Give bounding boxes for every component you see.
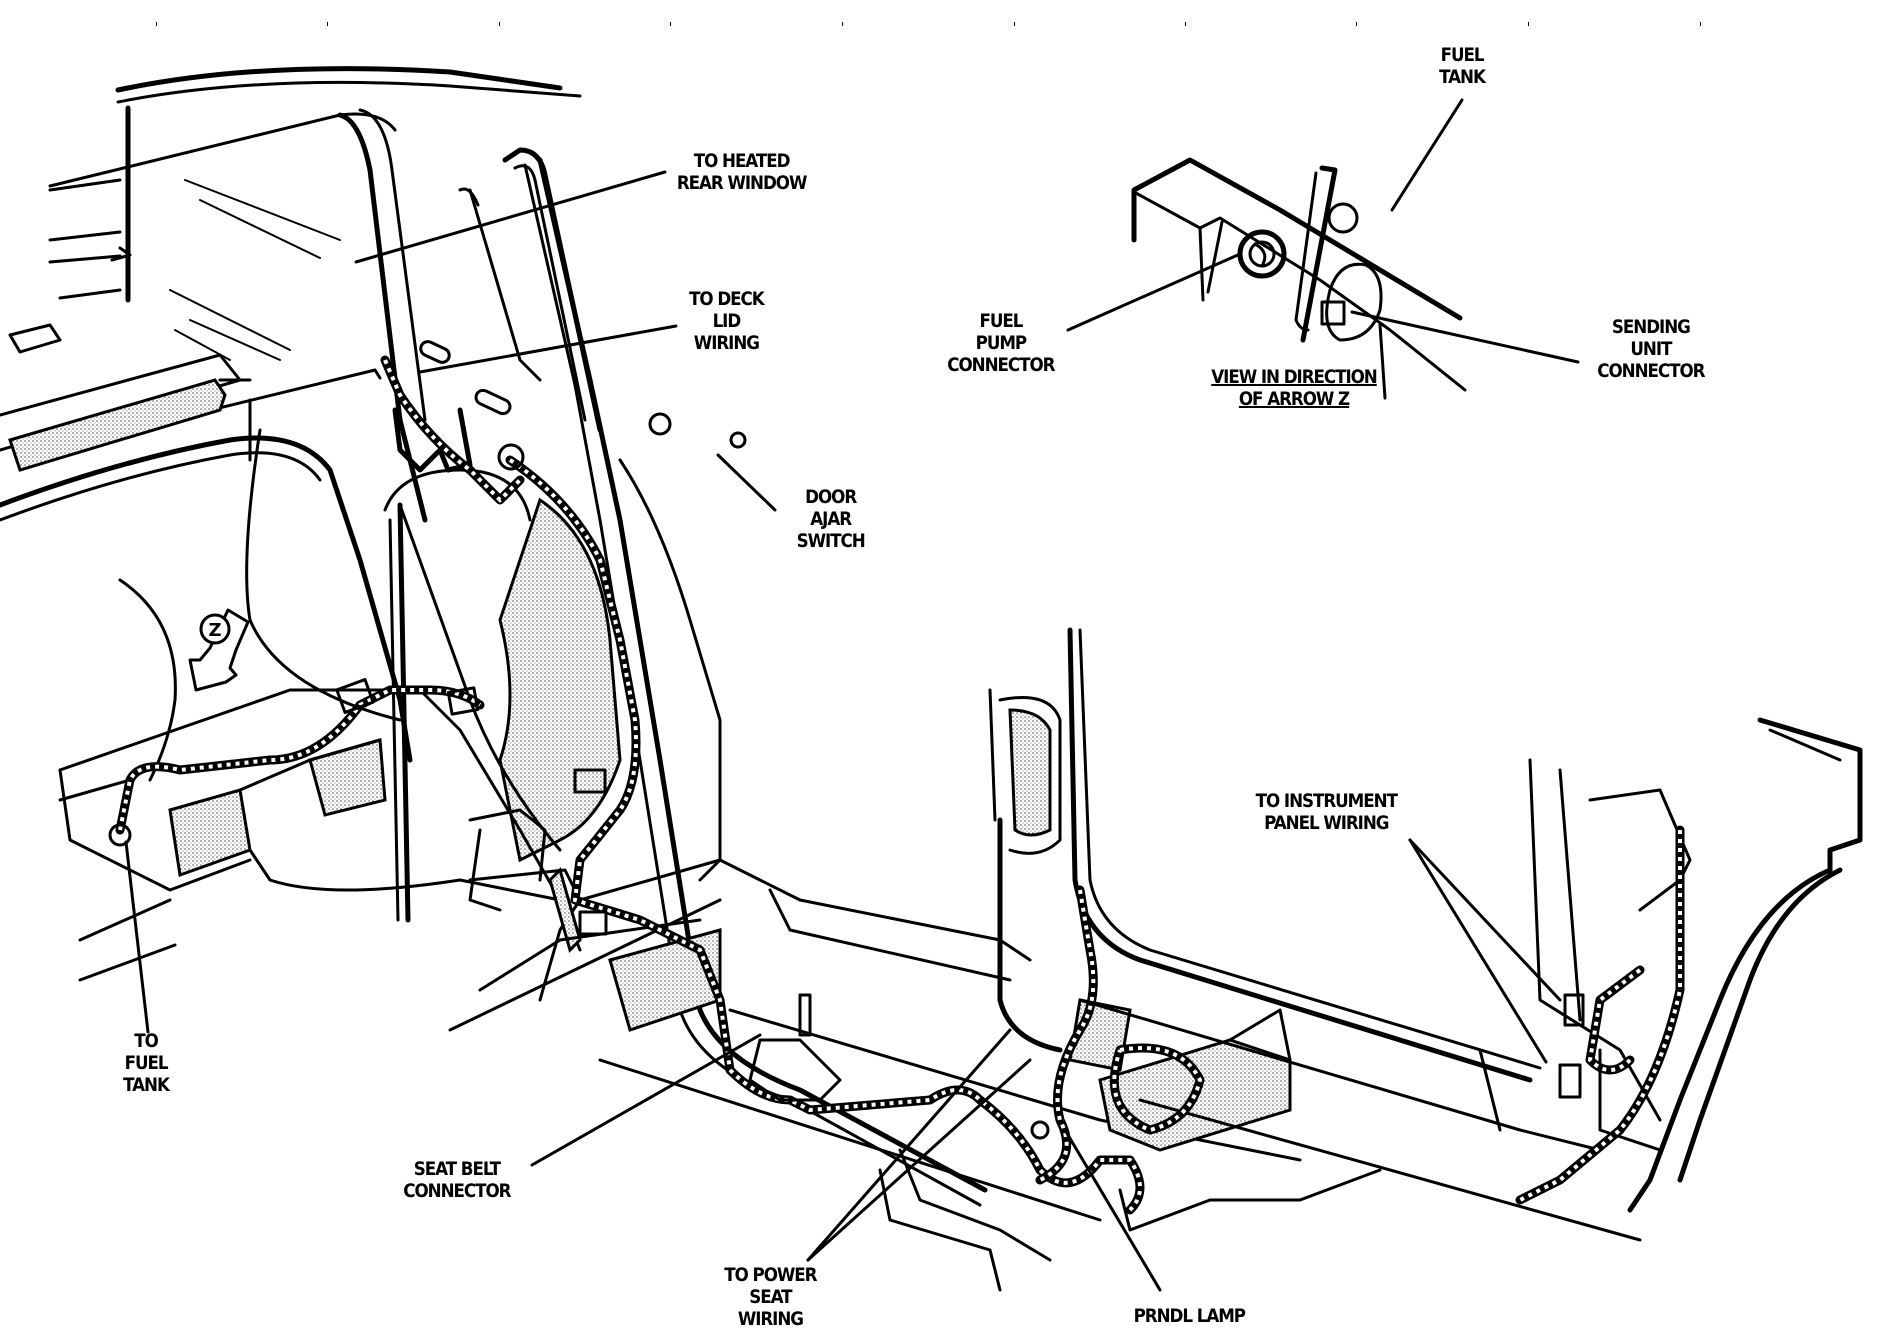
label-line: FUEL (979, 310, 1023, 332)
label-prndl-lamp: PRNDL LAMP (1133, 1305, 1246, 1327)
label-line: CONNECTOR (403, 1180, 511, 1202)
label-line: SEAT (749, 1286, 792, 1308)
label-line: OF ARROW Z (1238, 388, 1350, 410)
leader-instrument-panel-a (1408, 838, 1562, 1002)
leader-power-seat-b (806, 1058, 1032, 1262)
leader-fuel-pump (1066, 252, 1242, 332)
label-power-seat-wiring: TO POWER SEAT WIRING (724, 1264, 817, 1330)
label-heated-rear-window: TO HEATED REAR WINDOW (676, 150, 808, 194)
label-line: SEAT BELT (413, 1158, 501, 1180)
leader-prndl (1063, 1128, 1162, 1292)
label-line: CONNECTOR (1597, 360, 1705, 382)
label-line: FUEL (124, 1052, 169, 1074)
scan-tick (1528, 22, 1529, 26)
leader-instrument-panel-b (1408, 838, 1548, 1064)
label-line: CONNECTOR (947, 354, 1055, 376)
wiring-harness (115, 355, 1685, 1215)
label-line: TO POWER (724, 1264, 817, 1286)
label-line: PANEL WIRING (1264, 812, 1389, 834)
label-view-caption: VIEW IN DIRECTION OF ARROW Z (1211, 366, 1377, 410)
scan-tick (1014, 22, 1015, 26)
leader-fuel-tank-left (124, 840, 150, 1034)
arrow-z-marker: Z (188, 608, 250, 692)
label-line: WIRING (737, 1308, 804, 1330)
label-line: AJAR (810, 508, 852, 530)
leader-door-ajar (716, 453, 777, 512)
leader-heated-rear-window (354, 170, 667, 264)
scan-tick (670, 22, 671, 26)
label-line: PUMP (975, 332, 1028, 354)
label-deck-lid-wiring: TO DECK LID WIRING (689, 288, 765, 354)
label-line: REAR WINDOW (676, 172, 808, 194)
label-line: FUEL (1440, 44, 1485, 66)
label-sending-unit-connector: SENDING UNIT CONNECTOR (1597, 316, 1705, 382)
label-line: WIRING (693, 332, 760, 354)
floor-pan (58, 627, 1863, 1292)
label-line: SWITCH (796, 530, 866, 552)
scan-tick (1356, 22, 1357, 26)
scan-tick (1185, 22, 1186, 26)
label-door-ajar-switch: DOOR AJAR SWITCH (796, 486, 866, 552)
scan-tick (327, 22, 328, 26)
label-line: TO INSTRUMENT (1255, 790, 1398, 812)
label-fuel-tank-top: FUEL TANK (1439, 44, 1486, 88)
label-line: PRNDL LAMP (1133, 1305, 1246, 1327)
label-fuel-tank-left: TO FUEL TANK (123, 1030, 170, 1096)
leader-deck-lid (418, 324, 678, 374)
label-seat-belt-connector: SEAT BELT CONNECTOR (403, 1158, 511, 1202)
label-fuel-pump-connector: FUEL PUMP CONNECTOR (947, 310, 1055, 376)
scan-tick (842, 22, 843, 26)
label-line: TO (134, 1030, 159, 1052)
label-line: TANK (123, 1074, 170, 1096)
leader-seat-belt (530, 1033, 762, 1167)
scan-tick (499, 22, 500, 26)
connectors (108, 412, 1585, 1140)
label-line: DOOR (805, 486, 857, 508)
leader-sending-unit (1350, 310, 1580, 364)
label-line: VIEW IN DIRECTION (1211, 366, 1377, 388)
leader-fuel-tank-top (1390, 98, 1464, 212)
leader-power-seat-a (806, 1028, 1012, 1262)
label-line: UNIT (1630, 338, 1672, 360)
label-line: TO DECK (689, 288, 765, 310)
label-line: LID (712, 310, 742, 332)
arrow-z-letter: Z (208, 620, 221, 641)
leader-lines (124, 98, 1580, 1292)
label-line: TANK (1439, 66, 1486, 88)
label-line: SENDING (1611, 316, 1691, 338)
label-line: TO HEATED (693, 150, 791, 172)
scan-tick (1700, 22, 1701, 26)
rear-body-panels (0, 66, 988, 1207)
label-instrument-panel-wiring: TO INSTRUMENT PANEL WIRING (1255, 790, 1398, 834)
scan-tick (156, 22, 157, 26)
